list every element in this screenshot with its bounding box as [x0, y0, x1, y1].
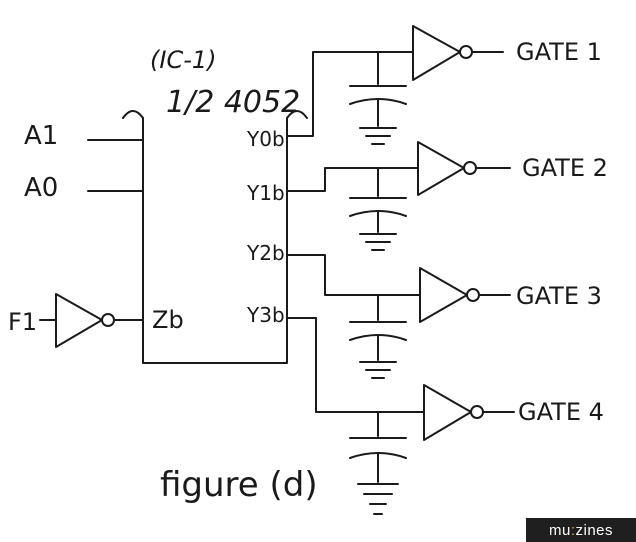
muzines-watermark: mu:zines	[526, 518, 636, 542]
wire-y3-to-gate-4	[286, 317, 425, 413]
pin-label-y0: Y0b	[246, 127, 285, 151]
pin-label-a1: A1	[24, 121, 58, 151]
gate-label-4: GATE 4	[518, 398, 604, 426]
wire-y0-to-gate-1	[286, 51, 414, 137]
inverter-gate-1	[412, 25, 504, 81]
input-label-f1: F1	[8, 308, 37, 336]
gate-label-1: GATE 1	[516, 38, 602, 66]
ic-name-label: (IC-1)	[150, 46, 217, 74]
inverter-gate-3	[419, 267, 511, 323]
watermark-pre: mu	[548, 521, 571, 539]
pin-label-y2: Y2b	[246, 241, 285, 265]
figure-caption: figure (d)	[160, 465, 318, 505]
capacitor-ground-1	[349, 51, 407, 145]
pin-label-z: Zb	[152, 306, 184, 334]
capacitor-ground-4	[349, 411, 407, 515]
pin-label-y3: Y3b	[246, 303, 285, 327]
ic-4052-body	[122, 110, 308, 364]
wire-y2-to-gate-3	[286, 254, 421, 296]
capacitor-ground-3	[349, 294, 407, 379]
pin-label-a0: A0	[24, 173, 58, 203]
inverter-gate-4	[423, 384, 515, 441]
ic-part-label: 1/2 4052	[166, 85, 300, 120]
wire-y1-to-gate-2	[286, 167, 419, 192]
gate-label-3: GATE 3	[516, 282, 602, 310]
watermark-colon: :	[570, 521, 576, 539]
capacitor-ground-2	[349, 167, 407, 251]
input-inverter	[55, 293, 115, 348]
pin-label-y1: Y1b	[246, 181, 285, 205]
gate-label-2: GATE 2	[522, 154, 608, 182]
watermark-post: zines	[575, 521, 614, 539]
inverter-gate-2	[417, 141, 511, 196]
